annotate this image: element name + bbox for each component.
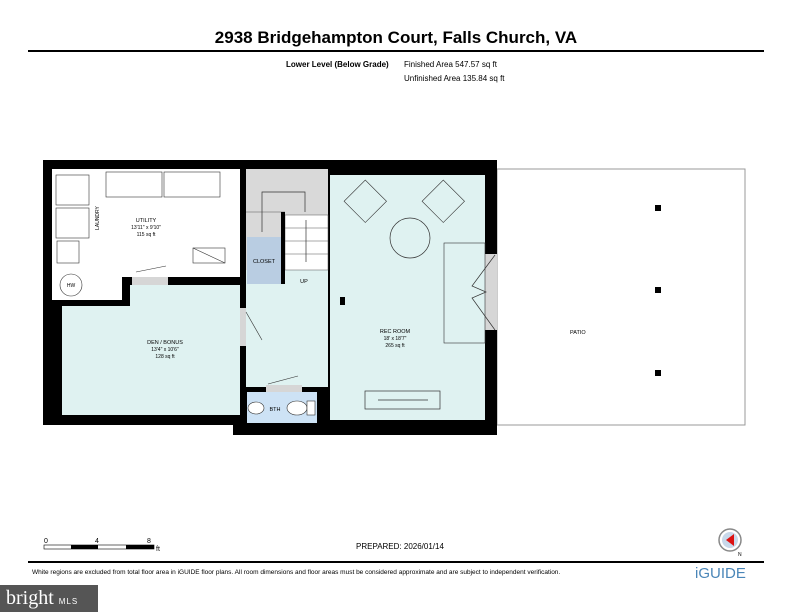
patio-label: PATIO <box>570 330 586 336</box>
rec-dims: 18' x 18'7" <box>384 336 407 342</box>
svg-text:N: N <box>738 552 742 558</box>
bath-label: BTH <box>270 407 281 413</box>
post <box>655 287 661 293</box>
patio <box>496 168 746 426</box>
divider <box>28 561 764 563</box>
closet-label: CLOSET <box>253 259 276 265</box>
bath-door[interactable] <box>266 385 302 392</box>
closet <box>247 237 281 284</box>
utility-room <box>52 169 240 300</box>
rec-room <box>334 175 485 420</box>
rec-area: 265 sq ft <box>385 343 405 349</box>
utility-dims: 13'11" x 9'10" <box>131 225 161 231</box>
rec-label: REC ROOM <box>380 329 411 335</box>
unfinished-area: Unfinished Area 135.84 sq ft <box>404 74 505 83</box>
hall-door[interactable] <box>240 308 246 346</box>
water-heater-label: HW <box>67 283 76 289</box>
watermark-logo: bright MLS <box>0 585 98 612</box>
brand-logo: iGUIDE <box>695 565 746 582</box>
utility-area: 115 sq ft <box>137 232 156 238</box>
level-label: Lower Level (Below Grade) <box>286 60 389 69</box>
den-room <box>62 285 240 415</box>
water-heater <box>59 273 83 297</box>
den-dims: 13'4" x 10'6" <box>151 347 179 353</box>
compass-icon: N <box>718 528 742 558</box>
page-title: 2938 Bridgehampton Court, Falls Church, … <box>214 28 578 47</box>
laundry-label: LAUNDRY <box>95 205 101 229</box>
svg-text:4: 4 <box>95 538 99 545</box>
prepared-date: PREPARED: 2026/01/14 <box>356 542 444 551</box>
table <box>389 217 431 259</box>
patio-door[interactable] <box>485 254 497 330</box>
disclaimer: White regions are excluded from total fl… <box>32 569 561 576</box>
den-area: 128 sq ft <box>155 354 175 360</box>
svg-text:0: 0 <box>44 538 48 545</box>
den-door[interactable] <box>132 277 168 285</box>
fireplace <box>364 390 441 410</box>
finished-area: Finished Area 547.57 sq ft <box>404 60 497 69</box>
svg-text:ft: ft <box>156 546 160 553</box>
den-label: DEN / BONUS <box>147 340 183 346</box>
post <box>655 370 661 376</box>
divider <box>28 50 764 52</box>
svg-text:8: 8 <box>147 538 151 545</box>
post <box>655 205 661 211</box>
utility-label: UTILITY <box>136 218 157 224</box>
scale-bar: 0 4 8 ft <box>43 538 160 553</box>
stairs-up-label: UP <box>300 279 308 285</box>
